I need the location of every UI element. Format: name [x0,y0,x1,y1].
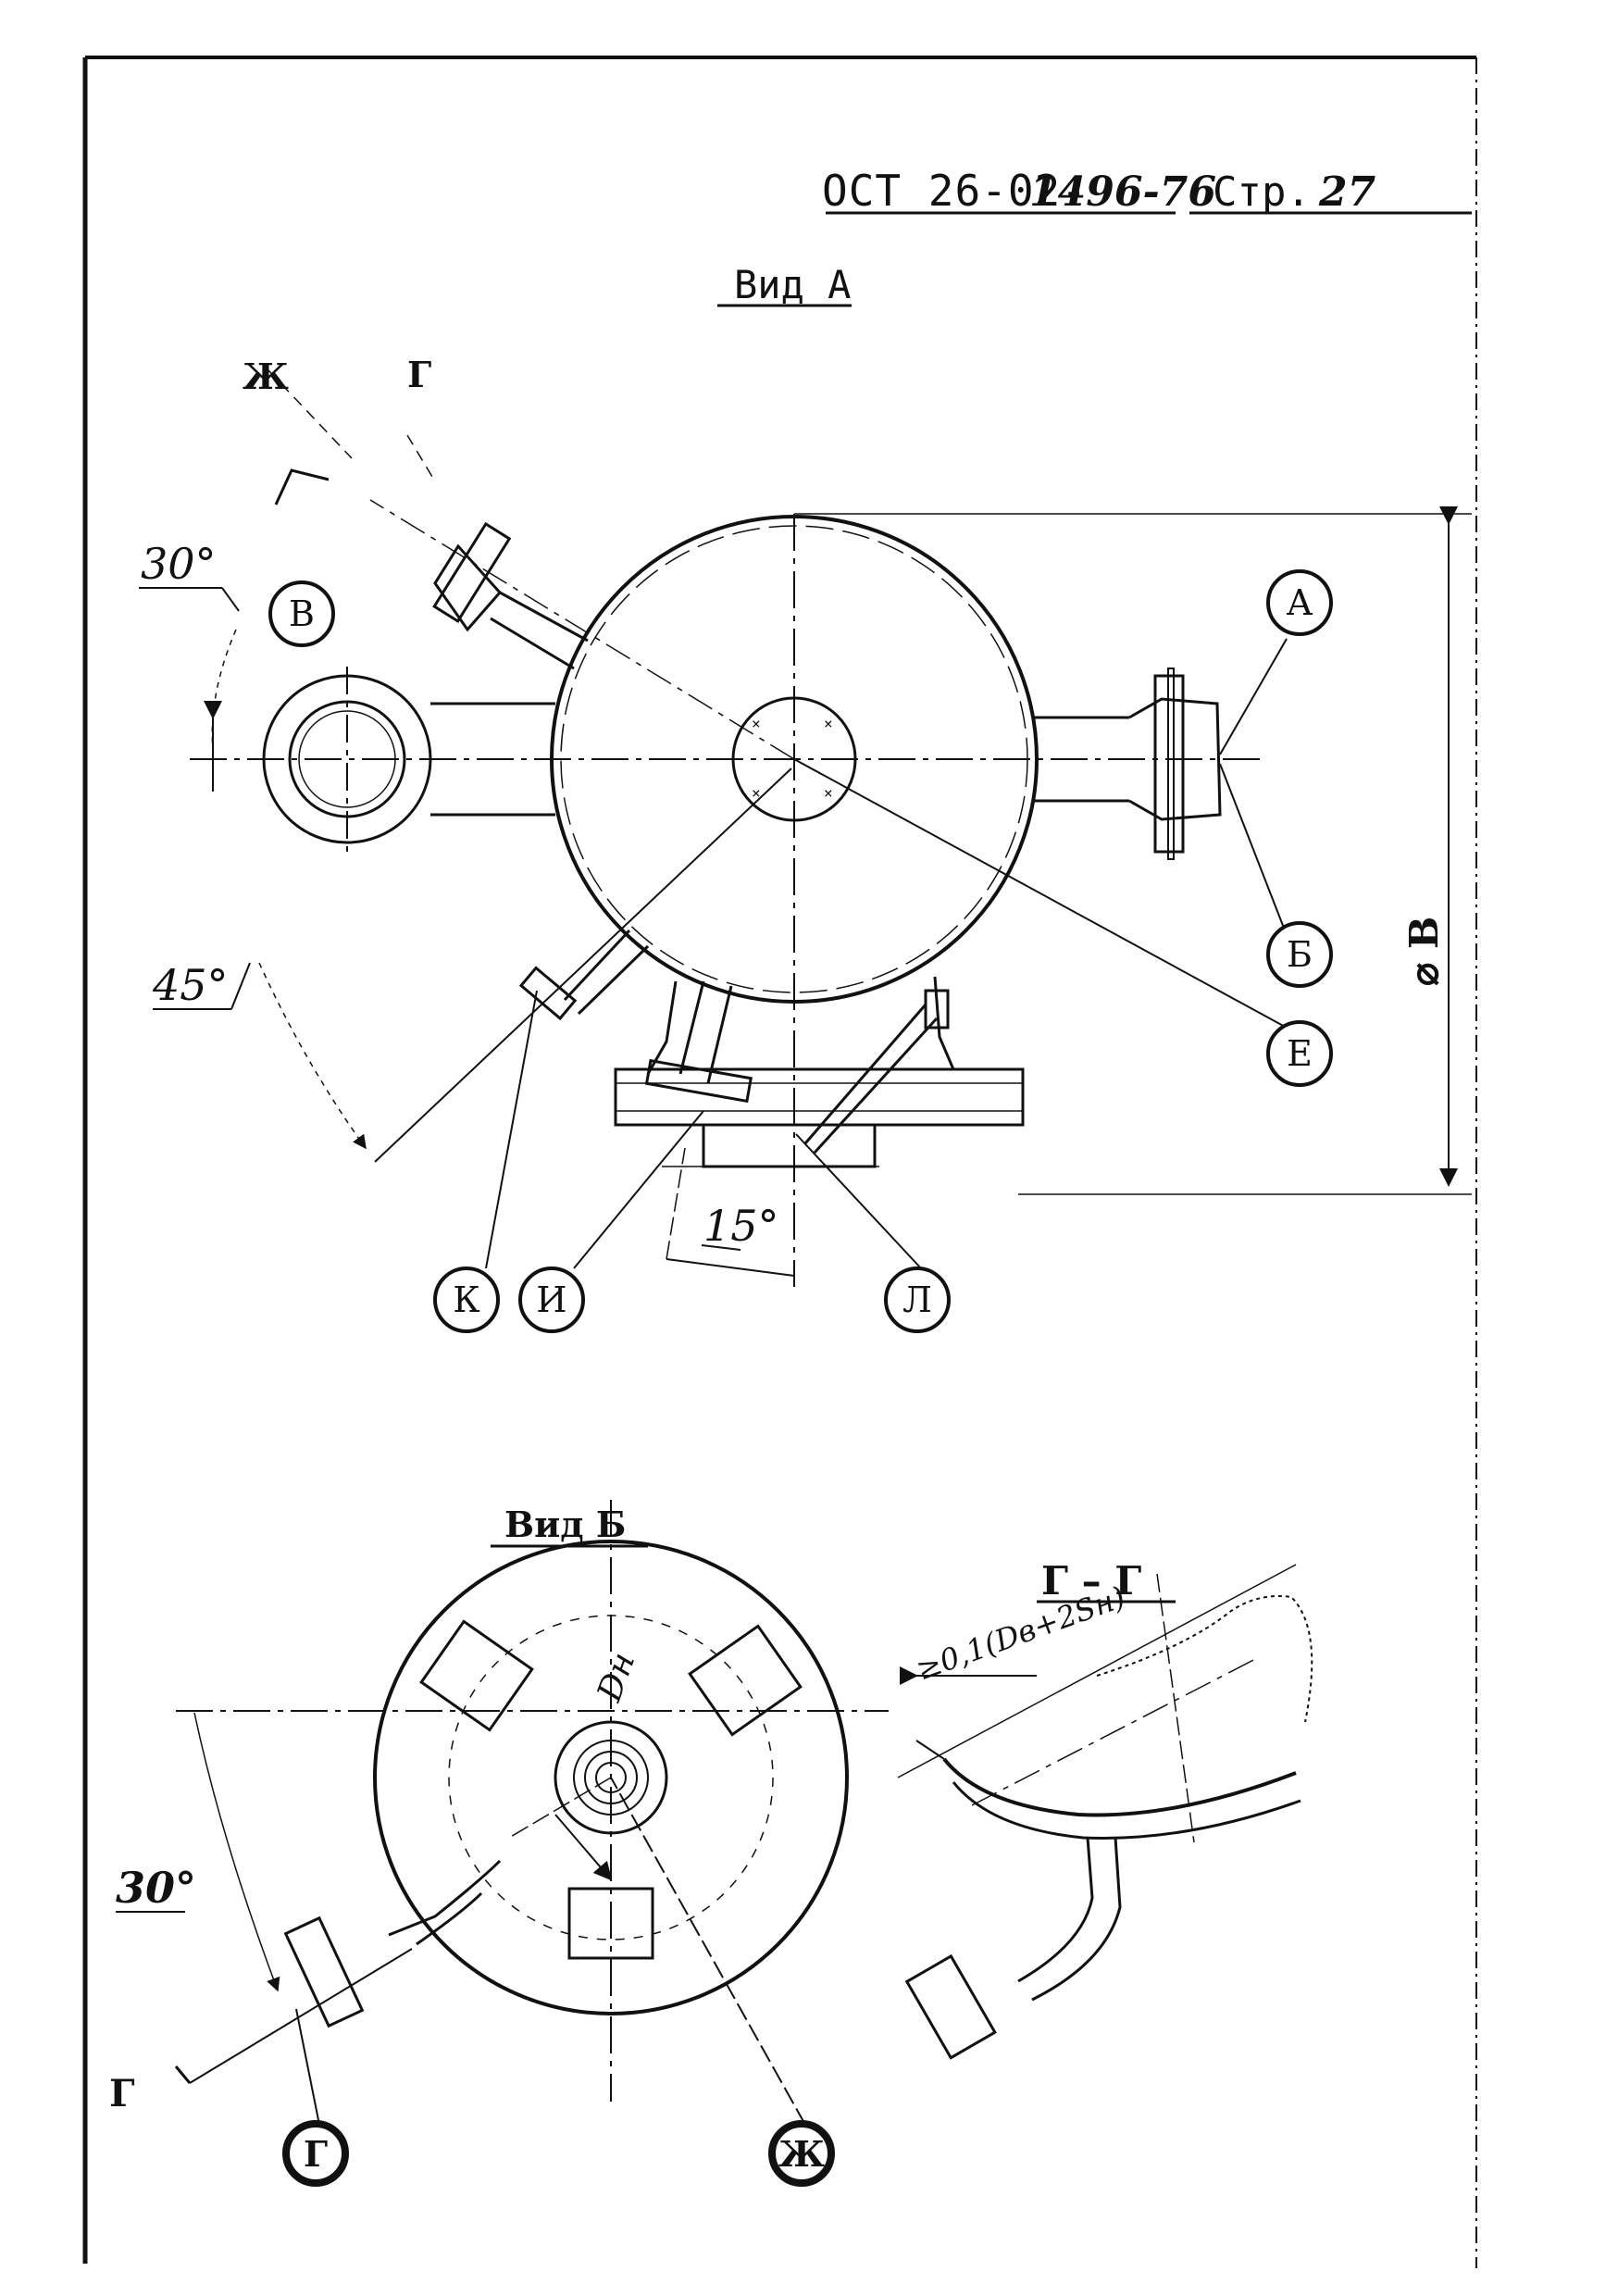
section-mark-zh: Ж [243,356,289,397]
callout-b-label: Б [1287,934,1313,975]
angle-45-view-a: 45° [152,960,229,1010]
callout-k: К [433,1267,500,1333]
callout-i-label: И [536,1279,567,1320]
view-b-bottom [373,1540,849,2015]
sheet-frame [82,56,1477,2268]
section-mark-g-top: Г [407,354,431,395]
flange-lower-left [518,966,578,1021]
callout-i: И [518,1267,585,1333]
callout-l: Л [884,1267,951,1333]
section-gg-title: Г – Г [1041,1558,1141,1603]
lug-upper-left [419,1619,534,1732]
angle-30-view-b: 30° [116,1863,196,1913]
callout-zh-view-b-label: Ж [778,2132,825,2175]
angle-30-view-a: 30° [141,539,217,589]
doc-number: 1496-76 [1029,168,1216,216]
callout-e: Е [1266,1020,1333,1087]
callout-k-label: К [453,1279,480,1320]
central-nozzle [731,696,857,822]
callout-e-label: Е [1287,1033,1313,1074]
callout-v-label: В [289,593,315,634]
svg-text:×: × [752,715,761,732]
callout-g-view-b-label: Г [303,2132,329,2175]
view-b-title: Вид Б [504,1504,626,1545]
view-a-title: Вид А [734,262,851,307]
callout-a: А [1266,569,1333,636]
dn-dimension-label: Dн [591,1648,643,1707]
svg-text:×: × [824,784,833,802]
lug-upper-right [688,1624,803,1737]
section-gg-drawing [897,1564,1313,2060]
diameter-b-label: ⌀ В [1401,917,1447,986]
base-ring [614,1067,1025,1127]
svg-text:×: × [752,784,761,802]
page-label: Стр. [1213,168,1311,216]
svg-text:×: × [824,715,833,732]
vessel-shell [550,515,1039,1004]
view-b-drawing [116,1500,889,2126]
angle-15-view-a: 15° [703,1201,779,1251]
callout-g-view-b: Г [282,2120,349,2187]
section-shell-wall [942,1757,1297,1817]
lug-bottom [567,1887,654,1960]
section-flange [904,1953,997,2060]
callout-a-label: А [1286,582,1313,623]
callout-l-label: Л [902,1279,932,1320]
callout-zh-view-b: Ж [768,2120,835,2187]
callout-v: В [268,580,335,647]
page-number: 27 [1318,168,1376,216]
doc-prefix: ОСТ 26-02- [822,166,1088,216]
view-b-central-nozzle [554,1720,668,1835]
section-mark-g-bottom: Г [109,2072,135,2115]
view-a-drawing: × × × × [139,304,1472,1287]
callout-b: Б [1266,921,1333,988]
